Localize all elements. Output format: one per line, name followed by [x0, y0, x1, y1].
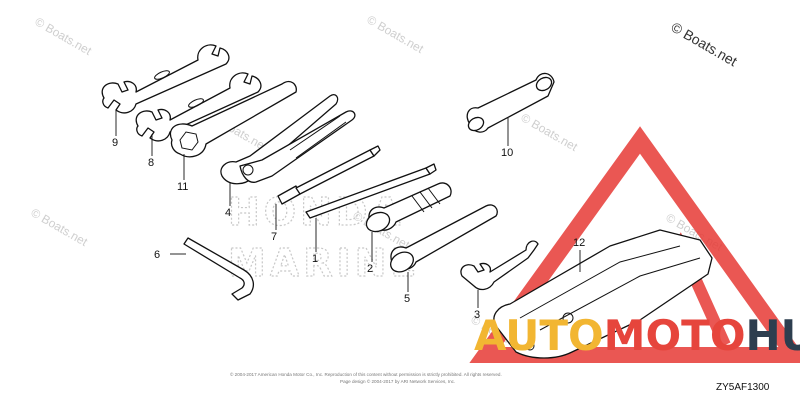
part-3-wrench: [460, 240, 539, 291]
callout-4: 4: [225, 207, 231, 219]
callouts: 9 8 11 4 7 1 2 5 3 10 6 12: [112, 137, 585, 321]
part-4-pliers: [220, 94, 356, 185]
callout-3: 3: [474, 309, 480, 321]
part-8-wrench: [135, 72, 262, 142]
brand-line-2: MARINE: [228, 241, 420, 285]
callout-6: 6: [154, 249, 160, 261]
callout-8: 8: [148, 157, 154, 169]
part-11-ring-spanner: [169, 80, 297, 158]
copyright-line-2: Page design © 2004-2017 by ARI Network S…: [340, 378, 455, 384]
callout-11: 11: [177, 181, 188, 193]
callout-12: 12: [573, 237, 585, 249]
part-9-wrench: [101, 44, 230, 114]
logo-text: AUTOMOTOHUB: [474, 311, 800, 360]
logo-moto: MOTO: [604, 311, 746, 360]
watermark-tile: © Boats.net: [33, 14, 95, 58]
callout-10: 10: [501, 147, 513, 159]
callout-2: 2: [367, 263, 373, 275]
part-5-socket-wrench: [390, 204, 498, 273]
callout-9: 9: [112, 137, 118, 149]
part-6-hex-key: [183, 237, 255, 301]
watermark-tile: © Boats.net: [519, 110, 581, 154]
watermark-tile: © Boats.net: [29, 205, 91, 249]
callout-1: 1: [312, 253, 318, 265]
footer: © 2004-2017 American Honda Motor Co., In…: [230, 371, 770, 393]
copyright-line-1: © 2004-2017 American Honda Motor Co., In…: [230, 371, 502, 377]
autohub-logo: AUTOMOTOHUB: [474, 311, 800, 360]
part-12-tool-bag: [493, 229, 713, 359]
part-10-box-wrench: [466, 72, 555, 133]
part-1-screwdriver: [305, 163, 437, 219]
callout-7: 7: [271, 231, 277, 243]
logo-hub: HUB: [746, 311, 800, 360]
watermark-tile: © Boats.net: [365, 12, 427, 56]
watermark-main: © Boats.net: [669, 19, 741, 70]
diagram-code: ZY5AF1300: [716, 382, 770, 393]
leader-lines: [115, 110, 581, 308]
part-2-plug-wrench: [365, 182, 452, 233]
logo-auto: AUTO: [474, 311, 604, 360]
callout-5: 5: [404, 293, 410, 305]
part-7-screwdriver: [277, 145, 381, 205]
